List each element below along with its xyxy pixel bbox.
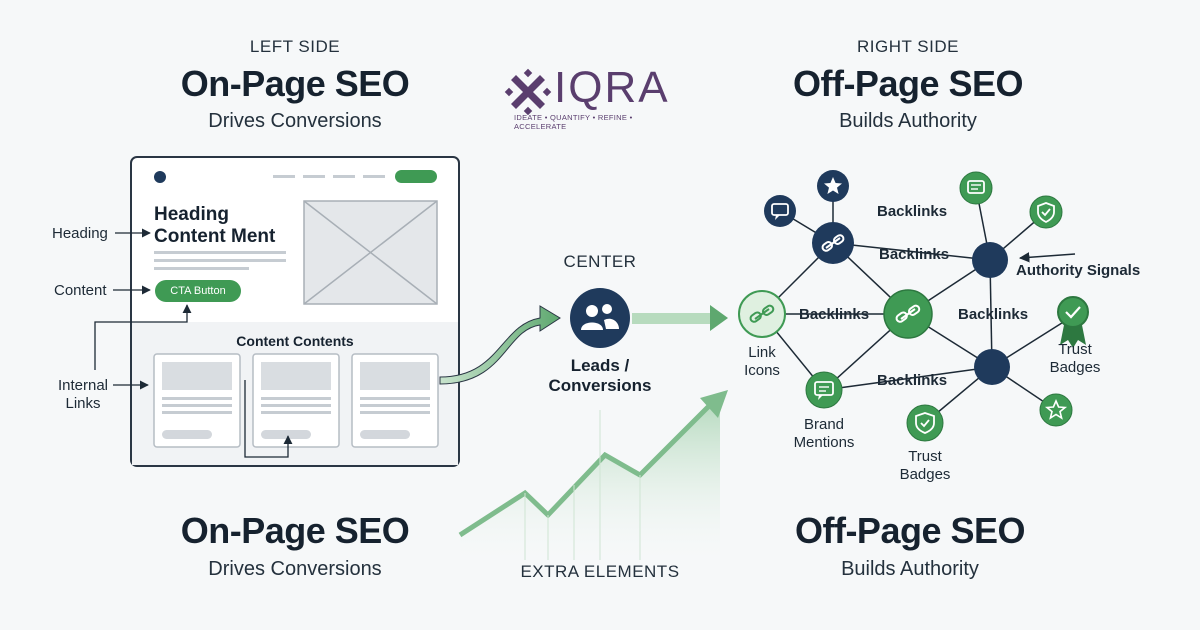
authority-signals-label: Authority Signals: [1016, 262, 1141, 279]
left-bottom-subtitle: Drives Conversions: [208, 558, 382, 580]
center-caption: CENTER: [563, 252, 637, 271]
link-node-icon-center: [883, 289, 933, 339]
callout-arrows: [94, 228, 293, 458]
growth-arrow-icon: [458, 390, 728, 560]
backlinks-label-2: Backlinks: [879, 246, 950, 263]
users-icon: [570, 288, 630, 348]
right-caption: RIGHT SIDE: [857, 37, 959, 56]
brand-mentions-label: Brand Mentions: [793, 416, 855, 451]
link-node-icon-light: [738, 290, 786, 338]
flow-arrow-right: [632, 305, 728, 331]
backlinks-label-3: Backlinks: [799, 306, 870, 323]
extra-elements-caption: EXTRA ELEMENTS: [520, 562, 680, 581]
link-icons-label: Link Icons: [744, 344, 780, 379]
callout-heading: Heading: [52, 225, 108, 242]
message-node-icon-lower: [805, 371, 843, 409]
left-title: On-Page SEO: [180, 63, 410, 104]
content-section-title: Content Contents: [236, 333, 354, 349]
logo-tagline: IDEATE • QUANTIFY • REFINE • ACCELERATE: [514, 113, 633, 131]
internal-link-arrow-up: [94, 304, 192, 370]
backlinks-label-4: Backlinks: [958, 306, 1029, 323]
authority-arrow: [1018, 252, 1076, 263]
backlinks-label-1: Backlinks: [877, 203, 948, 220]
message-node-icon-top: [959, 171, 993, 205]
backlinks-label-5: Backlinks: [877, 372, 948, 389]
trust-badges-label-lower: Trust Badges: [899, 448, 951, 483]
card-link-arrow: [244, 380, 293, 458]
nav-button: [395, 170, 437, 183]
shield-node-icon-top: [1029, 195, 1063, 229]
webpage-mockup: [130, 156, 460, 467]
ribbon-badge-icon: [1057, 296, 1089, 348]
shield-node-icon-lower: [906, 404, 944, 442]
callout-internal-links: Internal Links: [57, 377, 109, 412]
mockup-heading-line2: Content Ment: [154, 226, 276, 247]
authority-node: [972, 242, 1008, 278]
trust-badges-label-right: Trust Badges: [1049, 341, 1101, 376]
link-node-icon-top: [812, 222, 854, 264]
logo-wordmark: IQRA: [554, 63, 670, 112]
star-node-icon-green: [1039, 393, 1073, 427]
mockup-heading: Heading Content Ment: [154, 204, 275, 248]
left-subtitle: Drives Conversions: [208, 110, 382, 132]
chat-node-icon: [764, 195, 796, 227]
flow-arrow-left: [439, 305, 561, 385]
center-result: Leads / Conversions: [548, 356, 652, 395]
browser-dot-icon: [154, 171, 166, 183]
cta-button[interactable]: CTA Button: [170, 285, 226, 297]
star-node-icon: [817, 170, 849, 202]
image-placeholder-icon: [303, 200, 438, 305]
iqra-logo-icon: [504, 68, 552, 116]
right-bottom-title: Off-Page SEO: [794, 510, 1026, 551]
right-subtitle: Builds Authority: [839, 110, 977, 132]
content-cards: [153, 353, 439, 448]
hub-node-lower: [974, 349, 1010, 385]
right-bottom-subtitle: Builds Authority: [841, 558, 979, 580]
cta-button-shape: [155, 280, 241, 302]
right-title: Off-Page SEO: [792, 63, 1024, 104]
mockup-heading-line1: Heading: [154, 204, 229, 225]
left-bottom-title: On-Page SEO: [180, 510, 410, 551]
callout-content: Content: [54, 282, 107, 299]
left-caption: LEFT SIDE: [249, 37, 341, 56]
